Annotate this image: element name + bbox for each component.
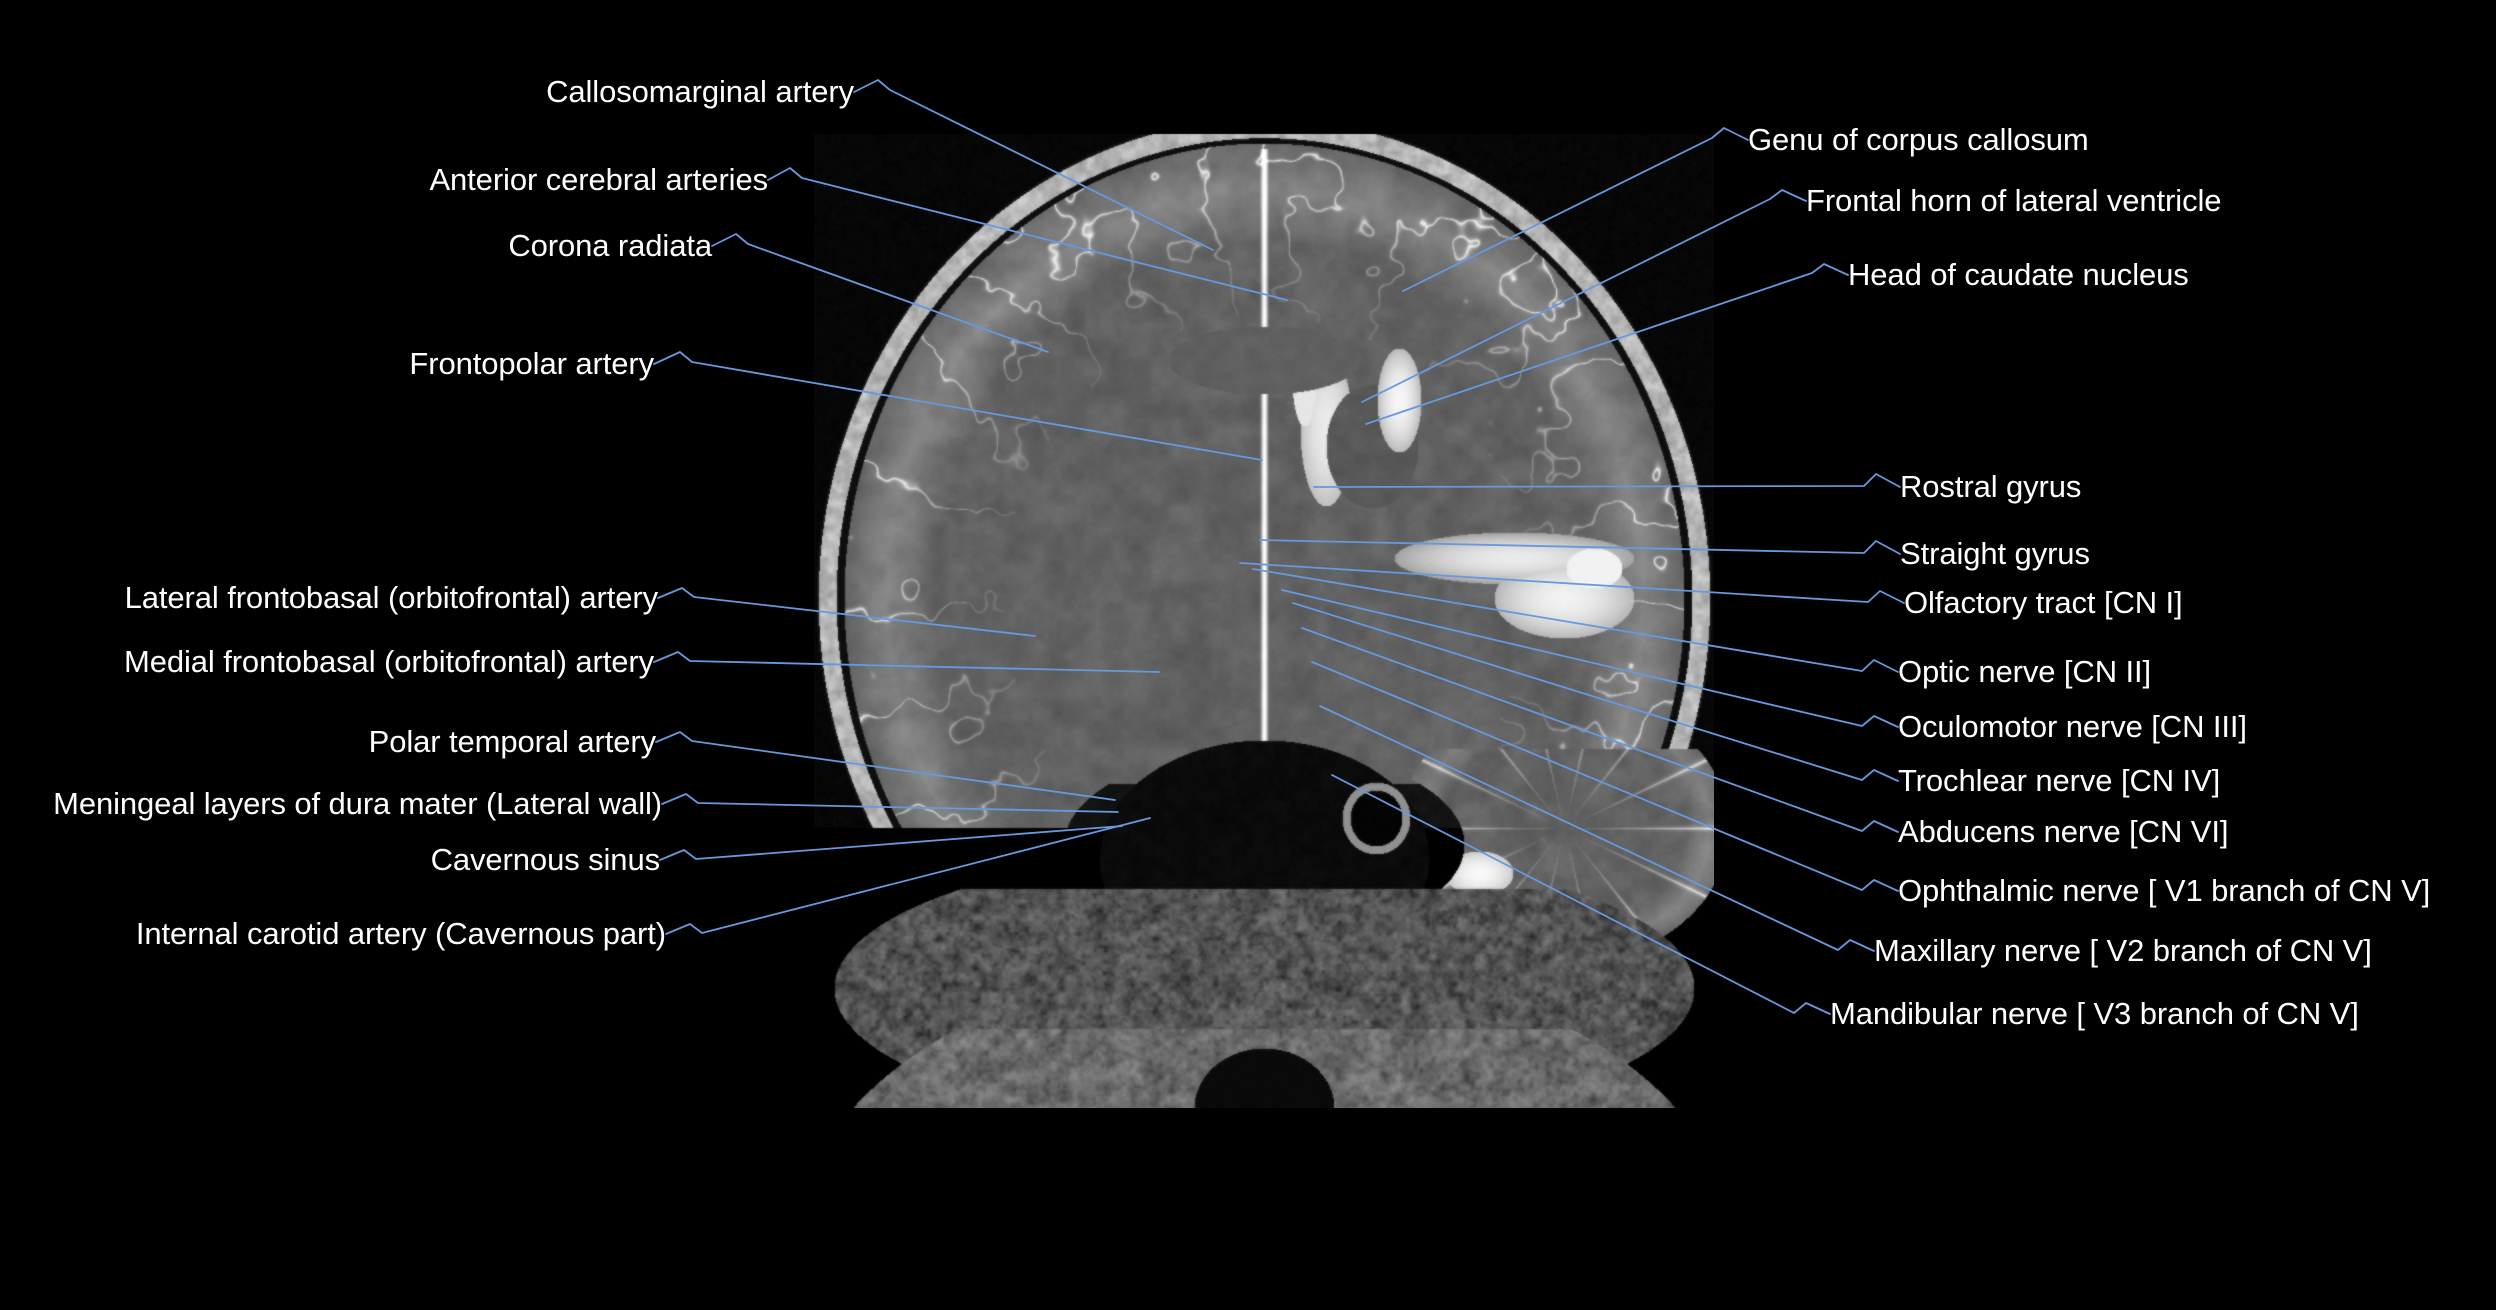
label-abducens-nerve-cn-vi: Abducens nerve [CN VI] (1898, 814, 2229, 849)
mri-image (814, 128, 1714, 1108)
label-polar-temporal-artery: Polar temporal artery (368, 724, 656, 759)
label-ophthalmic-nerve-v1: Ophthalmic nerve [ V1 branch of CN V] (1898, 873, 2431, 908)
label-lateral-frontobasal-artery: Lateral frontobasal (orbitofrontal) arte… (124, 580, 659, 615)
label-callosomarginal-artery: Callosomarginal artery (546, 74, 854, 109)
label-oculomotor-nerve-cn-iii: Oculomotor nerve [CN III] (1898, 709, 2247, 744)
label-corona-radiata: Corona radiata (508, 228, 712, 263)
label-optic-nerve-cn-ii: Optic nerve [CN II] (1898, 654, 2152, 689)
label-trochlear-nerve-cn-iv: Trochlear nerve [CN IV] (1898, 763, 2221, 798)
label-head-of-caudate-nucleus: Head of caudate nucleus (1848, 257, 2189, 292)
label-maxillary-nerve-v2: Maxillary nerve [ V2 branch of CN V] (1874, 933, 2372, 968)
label-internal-carotid-artery-cavernous-part: Internal carotid artery (Cavernous part) (135, 916, 666, 951)
label-frontopolar-artery: Frontopolar artery (409, 346, 654, 381)
label-medial-frontobasal-artery: Medial frontobasal (orbitofrontal) arter… (123, 644, 654, 679)
label-anterior-cerebral-arteries: Anterior cerebral arteries (429, 162, 768, 197)
label-meningeal-layers-dura-mater: Meningeal layers of dura mater (Lateral … (53, 786, 662, 821)
label-frontal-horn-of-lateral-ventricle: Frontal horn of lateral ventricle (1806, 183, 2222, 218)
label-olfactory-tract-cn-i: Olfactory tract [CN I] (1904, 585, 2183, 620)
label-straight-gyrus: Straight gyrus (1900, 536, 2090, 571)
mri-coronal-t2-canvas (814, 128, 1714, 1108)
label-mandibular-nerve-v3: Mandibular nerve [ V3 branch of CN V] (1830, 996, 2359, 1031)
label-rostral-gyrus: Rostral gyrus (1900, 469, 2082, 504)
label-cavernous-sinus: Cavernous sinus (430, 842, 661, 877)
label-genu-of-corpus-callosum: Genu of corpus callosum (1748, 122, 2089, 157)
